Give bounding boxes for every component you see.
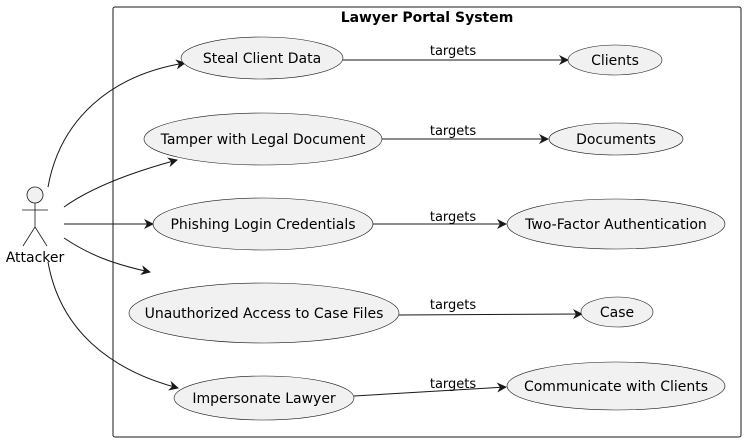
actor-attacker: Attacker bbox=[6, 186, 65, 266]
actor-leg-right bbox=[34, 226, 48, 247]
actor-label: Attacker bbox=[6, 250, 65, 266]
use-case-unauthorized-access-case-files: Unauthorized Access to Case Files bbox=[128, 282, 400, 344]
actor-leg-left bbox=[22, 226, 36, 247]
use-case-communicate-with-clients: Communicate with Clients bbox=[506, 361, 726, 411]
use-case-impersonate-lawyer: Impersonate Lawyer bbox=[173, 375, 355, 421]
use-case-steal-client-data: Steal Client Data bbox=[180, 36, 344, 80]
edge-label: targets bbox=[430, 124, 477, 139]
edge-label: targets bbox=[430, 377, 477, 392]
system-boundary bbox=[112, 6, 742, 438]
use-case-two-factor-authentication: Two-Factor Authentication bbox=[506, 198, 726, 250]
use-case-documents: Documents bbox=[548, 122, 684, 156]
actor-head bbox=[26, 186, 44, 204]
edge-label: targets bbox=[430, 44, 477, 59]
use-case-label: Steal Client Data bbox=[203, 51, 321, 67]
edge-targets-communicate-with-clients bbox=[353, 382, 507, 397]
system-title: Lawyer Portal System bbox=[341, 10, 514, 26]
asset-use-cases: Clients Documents Two-Factor Authenticat… bbox=[506, 44, 726, 411]
edge-label: targets bbox=[430, 210, 477, 225]
use-case-label: Documents bbox=[576, 132, 656, 148]
use-case-label: Tamper with Legal Document bbox=[160, 132, 366, 148]
use-case-label: Impersonate Lawyer bbox=[192, 391, 336, 407]
use-case-label: Phishing Login Credentials bbox=[170, 217, 355, 233]
edge-attacker-steal-client-data bbox=[47, 59, 186, 188]
edge-attacker-tamper-legal-document bbox=[63, 157, 178, 208]
edge-attacker-impersonate-lawyer bbox=[47, 261, 179, 391]
use-case-label: Communicate with Clients bbox=[524, 379, 708, 395]
edge-attacker-unauthorized-access-case-files bbox=[63, 237, 151, 276]
use-case-case: Case bbox=[580, 296, 654, 328]
target-edges: targets targets targets targets targets bbox=[343, 44, 583, 397]
use-case-clients: Clients bbox=[567, 44, 663, 76]
use-case-label: Clients bbox=[591, 53, 639, 69]
use-case-label: Two-Factor Authentication bbox=[524, 217, 707, 233]
use-case-tamper-legal-document: Tamper with Legal Document bbox=[143, 112, 383, 166]
attack-use-cases: Steal Client Data Tamper with Legal Docu… bbox=[128, 36, 400, 421]
actor-edges bbox=[47, 59, 186, 391]
edge-label: targets bbox=[430, 298, 477, 313]
use-case-label: Unauthorized Access to Case Files bbox=[145, 306, 384, 322]
use-case-label: Case bbox=[600, 305, 634, 321]
use-case-phishing-login-credentials: Phishing Login Credentials bbox=[152, 197, 374, 251]
edge-targets-case bbox=[398, 309, 583, 320]
